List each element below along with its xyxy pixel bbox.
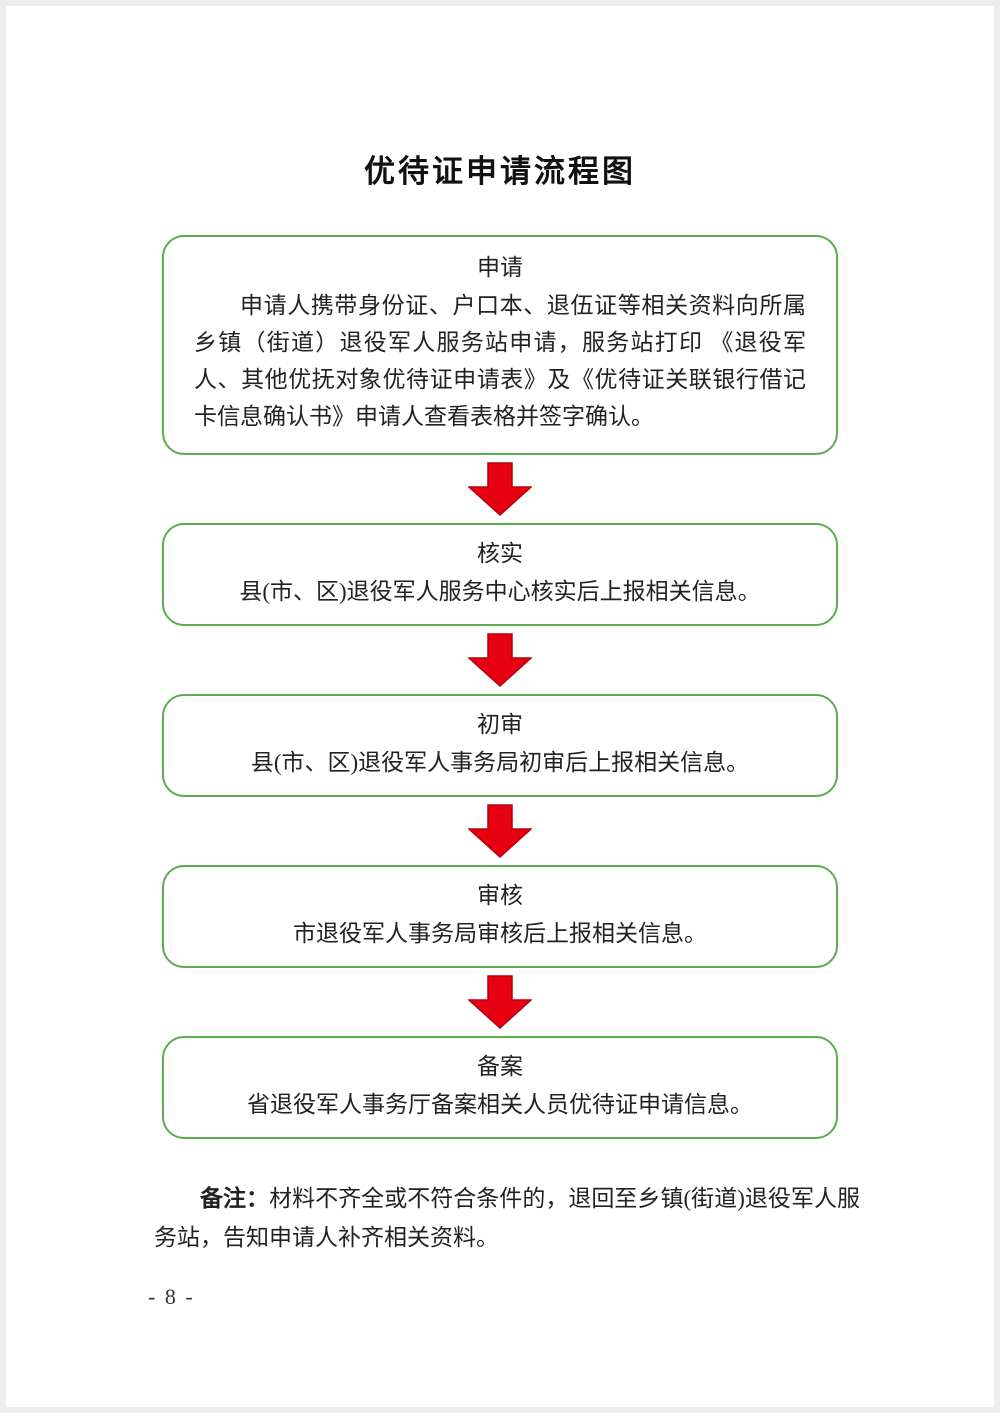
flow-step-label: 申请 [477, 255, 523, 280]
flow-step-review: 审核 市退役军人事务局审核后上报相关信息。 [162, 865, 838, 968]
arrow-shape [467, 633, 533, 688]
arrow-shape [467, 462, 533, 517]
flow-arrow-down-icon [467, 804, 533, 859]
flow-step-apply: 申请 申请人携带身份证、户口本、退伍证等相关资料向所属乡镇（街道）退役军人服务站… [162, 235, 838, 455]
flow-step-preliminary-review: 初审 县(市、区)退役军人事务局初审后上报相关信息。 [162, 694, 838, 797]
flow-step-text: 省退役军人事务厅备案相关人员优待证申请信息。 [247, 1092, 753, 1117]
flowchart: 申请 申请人携带身份证、户口本、退伍证等相关资料向所属乡镇（街道）退役军人服务站… [162, 235, 838, 1139]
flow-step-label: 审核 [477, 883, 523, 908]
note: 备注：材料不齐全或不符合条件的，退回至乡镇(街道)退役军人服务站，告知申请人补齐… [154, 1179, 860, 1257]
page-title: 优待证申请流程图 [364, 154, 636, 189]
flow-arrow-down-icon [467, 462, 533, 517]
note-label: 备注： [200, 1186, 270, 1211]
arrow-shape [467, 804, 533, 859]
page-number: - 8 - [148, 1284, 195, 1309]
flow-step-verify: 核实 县(市、区)退役军人服务中心核实后上报相关信息。 [162, 523, 838, 626]
flow-arrow-down-icon [467, 975, 533, 1030]
document-page: 优待证申请流程图 申请 申请人携带身份证、户口本、退伍证等相关资料向所属乡镇（街… [6, 6, 994, 1407]
flow-step-text: 县(市、区)退役军人事务局初审后上报相关信息。 [250, 750, 750, 775]
flow-step-text: 市退役军人事务局审核后上报相关信息。 [293, 921, 707, 946]
note-text: 材料不齐全或不符合条件的，退回至乡镇(街道)退役军人服务站，告知申请人补齐相关资… [154, 1186, 860, 1250]
arrow-shape [467, 975, 533, 1030]
flow-step-text: 县(市、区)退役军人服务中心核实后上报相关信息。 [239, 579, 761, 604]
flow-step-filing: 备案 省退役军人事务厅备案相关人员优待证申请信息。 [162, 1036, 838, 1139]
flow-step-label: 初审 [477, 712, 523, 737]
flow-step-text: 申请人携带身份证、户口本、退伍证等相关资料向所属乡镇（街道）退役军人服务站申请，… [194, 293, 806, 429]
flow-step-label: 核实 [477, 541, 523, 566]
flow-arrow-down-icon [467, 633, 533, 688]
flow-step-label: 备案 [477, 1054, 523, 1079]
